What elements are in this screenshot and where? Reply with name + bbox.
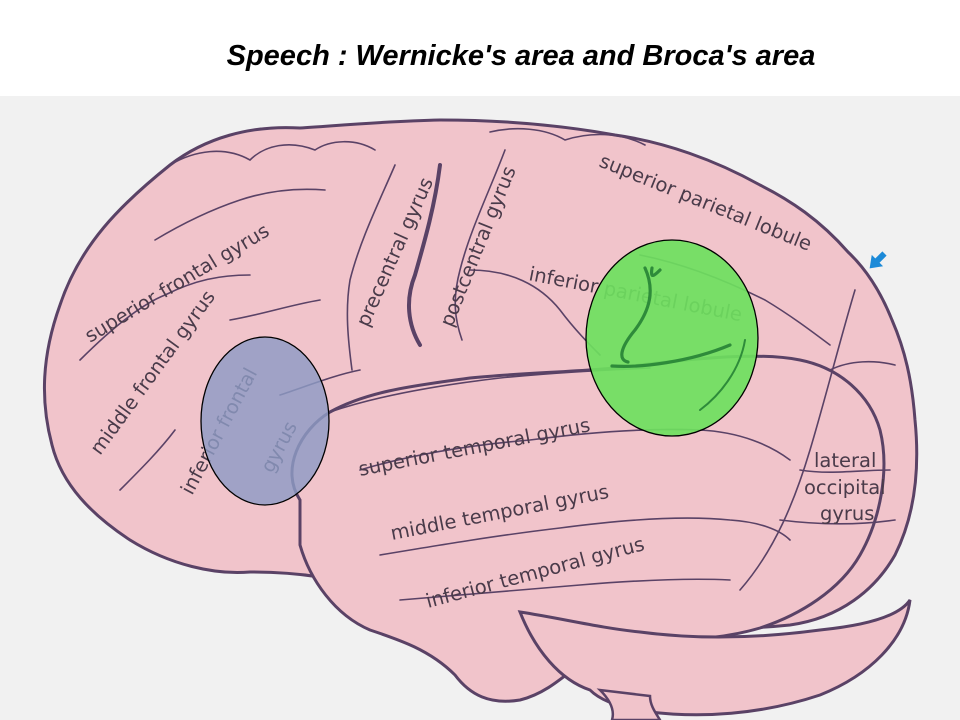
wernicke-vessel-branch [699, 339, 746, 411]
temporal-lobe [290, 354, 886, 703]
slide-title: Speech : Wernicke's area and Broca's are… [226, 40, 816, 72]
parietal-bump-outline [489, 127, 646, 146]
sulcus-occipital-2 [799, 469, 891, 474]
broca-area-highlight [200, 336, 330, 506]
sulcus-temporal-superior [359, 428, 791, 471]
cerebellum [517, 599, 912, 717]
sulcus-frontal-2 [119, 429, 176, 491]
sulcus-frontal-3 [154, 188, 326, 241]
sulcus-temporal-lower [399, 578, 731, 601]
label-lateral-occipital-gyrus-line2: occipital [804, 476, 886, 499]
sulcus-temporal-inferior [379, 517, 791, 556]
label-lateral-occipital-gyrus-line3: gyrus [820, 502, 874, 525]
wernicke-vessel [610, 266, 732, 368]
sulcus-postcentral [454, 149, 506, 341]
brain-diagram: superior frontal gyrus middle frontal gy… [42, 118, 919, 720]
sulcus-frontal-4 [229, 299, 321, 321]
sulcus-occipital-3 [779, 519, 896, 525]
wernicke-area-highlight [585, 239, 759, 437]
sulcus-occipital-1 [829, 360, 896, 371]
brainstem [596, 688, 662, 720]
arrow-pointer-icon [869, 251, 887, 269]
sulcus-frontal-1 [79, 274, 251, 361]
brain-figure-panel: superior frontal gyrus middle frontal gy… [0, 96, 960, 720]
central-sulcus [407, 163, 442, 347]
frontal-bump-outline [169, 140, 376, 166]
sulcus-precentral [346, 164, 396, 371]
label-lateral-occipital-gyrus-line1: lateral [814, 449, 876, 472]
sulcus-parieto-occipital [739, 289, 856, 591]
